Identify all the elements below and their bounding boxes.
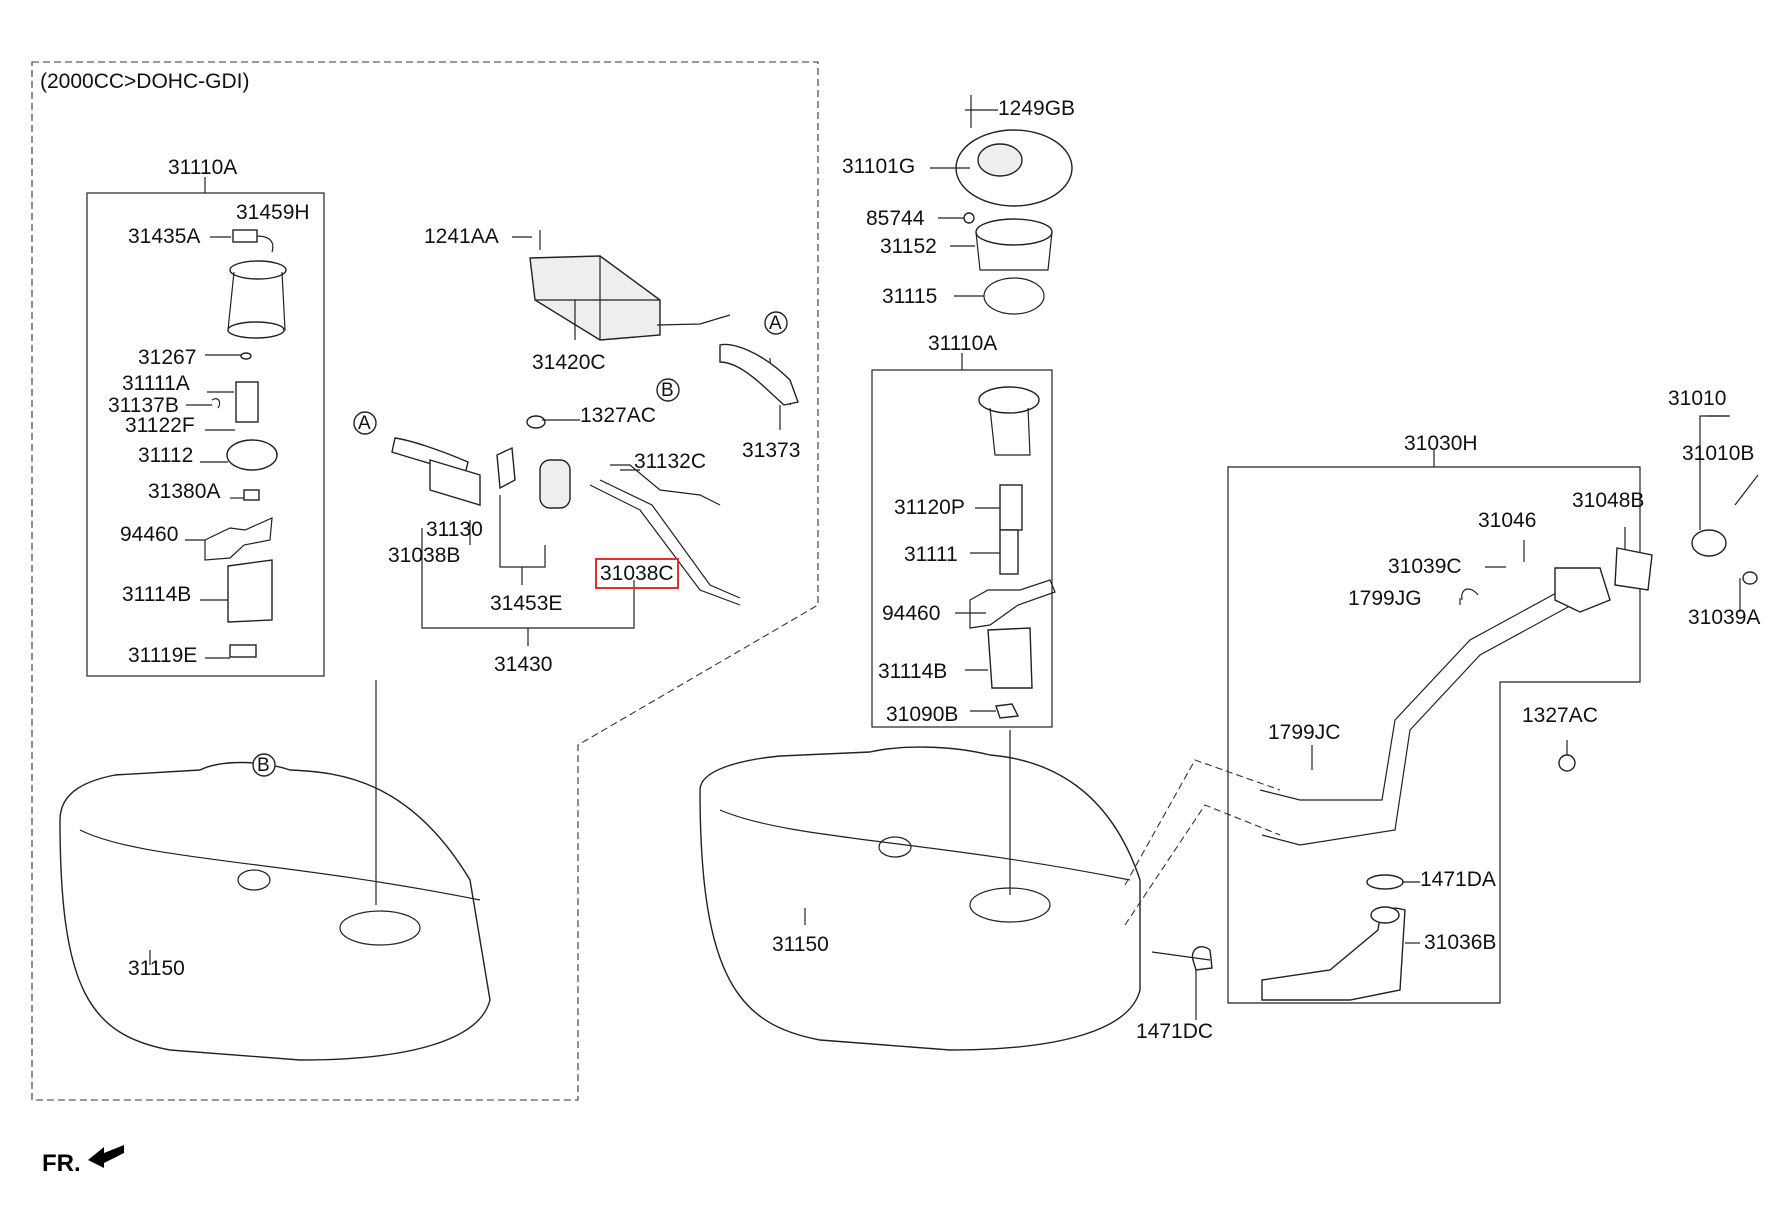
part-label-31380a[interactable]: 31380A xyxy=(148,480,221,503)
part-label-31132c[interactable]: 31132C xyxy=(634,450,707,473)
part-label-31459h[interactable]: 31459H xyxy=(236,201,310,224)
part-label-31038c-highlighted[interactable]: 31038C xyxy=(595,558,679,589)
part-label-31111[interactable]: 31111 xyxy=(904,543,958,566)
leader-lines xyxy=(149,109,1741,1020)
fuel-tank-right xyxy=(699,746,1141,1051)
part-label-31420c[interactable]: 31420C xyxy=(532,351,606,374)
part-label-31373[interactable]: 31373 xyxy=(742,439,801,462)
part-label-85744[interactable]: 85744 xyxy=(866,207,925,230)
fuel-tank-left xyxy=(59,761,491,1061)
canister-parts xyxy=(391,230,799,606)
part-label-94460-right[interactable]: 94460 xyxy=(882,602,941,625)
part-label-31039a[interactable]: 31039A xyxy=(1688,606,1761,629)
part-label-31046[interactable]: 31046 xyxy=(1478,509,1537,532)
front-arrow-icon xyxy=(88,1145,124,1168)
part-label-31112[interactable]: 31112 xyxy=(138,444,194,467)
part-label-31120p[interactable]: 31120P xyxy=(894,496,965,519)
part-label-31119e[interactable]: 31119E xyxy=(128,644,198,667)
marker-b-label-1: B xyxy=(661,380,674,401)
part-label-31010b[interactable]: 31010B xyxy=(1682,442,1755,465)
part-label-31115[interactable]: 31115 xyxy=(882,285,938,308)
part-label-31114b-left[interactable]: 31114B xyxy=(122,583,192,606)
part-label-31435a[interactable]: 31435A xyxy=(128,225,201,248)
part-label-1471da[interactable]: 1471DA xyxy=(1420,868,1496,891)
part-label-31038b[interactable]: 31038B xyxy=(388,544,461,567)
marker-b-circle-2 xyxy=(252,753,276,777)
part-label-31030h[interactable]: 31030H xyxy=(1404,432,1478,455)
part-label-31039c[interactable]: 31039C xyxy=(1388,555,1462,578)
part-label-31111a[interactable]: 31111A xyxy=(122,372,190,395)
part-label-94460-left[interactable]: 94460 xyxy=(120,523,179,546)
marker-b-circle-1 xyxy=(656,378,680,402)
part-label-31267[interactable]: 31267 xyxy=(138,346,197,369)
part-label-31101g[interactable]: 31101G xyxy=(842,155,916,178)
part-label-1249gb[interactable]: 1249GB xyxy=(998,97,1076,120)
right-fuel-pump-module-parts xyxy=(969,386,1056,719)
filler-neck-frame xyxy=(1227,466,1641,1004)
engine-variant-boundary xyxy=(31,61,819,1101)
marker-a-circle-2 xyxy=(353,411,377,435)
part-label-31152[interactable]: 31152 xyxy=(880,235,937,258)
marker-b-label-2: B xyxy=(257,755,270,776)
part-label-31150-left[interactable]: 31150 xyxy=(128,957,185,980)
part-label-31137b[interactable]: 31137B xyxy=(108,394,179,417)
part-label-1799jg[interactable]: 1799JG xyxy=(1348,587,1422,610)
marker-a-circle-1 xyxy=(764,311,788,335)
part-label-31036b[interactable]: 31036B xyxy=(1424,931,1497,954)
left-fuel-pump-module-parts xyxy=(204,229,287,658)
part-label-1799jc[interactable]: 1799JC xyxy=(1268,721,1341,744)
part-label-31110a-right[interactable]: 31110A xyxy=(928,332,998,355)
part-label-31110a-left[interactable]: 31110A xyxy=(168,156,238,179)
part-label-31150-right[interactable]: 31150 xyxy=(772,933,829,956)
part-label-31130[interactable]: 31130 xyxy=(426,518,483,541)
part-label-31114b-right[interactable]: 31114B xyxy=(878,660,948,683)
cover-assembly-parts xyxy=(955,95,1073,315)
front-direction-label: FR. xyxy=(42,1150,81,1177)
engine-variant-note: (2000CC>DOHC-GDI) xyxy=(40,70,250,93)
marker-a-label-1: A xyxy=(769,313,782,334)
part-label-31048b[interactable]: 31048B xyxy=(1572,489,1645,512)
part-label-1241aa[interactable]: 1241AA xyxy=(424,225,499,248)
part-label-31430[interactable]: 31430 xyxy=(494,653,553,676)
part-label-31090b[interactable]: 31090B xyxy=(886,703,959,726)
part-label-1327ac-top[interactable]: 1327AC xyxy=(580,404,656,427)
filler-neck-parts xyxy=(1191,474,1759,1001)
part-label-31010[interactable]: 31010 xyxy=(1668,387,1727,410)
part-label-31122f[interactable]: 31122F xyxy=(125,414,195,437)
part-label-31453e[interactable]: 31453E xyxy=(490,592,563,615)
part-label-1327ac-right[interactable]: 1327AC xyxy=(1522,704,1598,727)
marker-a-label-2: A xyxy=(358,413,371,434)
part-label-1471dc[interactable]: 1471DC xyxy=(1136,1020,1214,1043)
